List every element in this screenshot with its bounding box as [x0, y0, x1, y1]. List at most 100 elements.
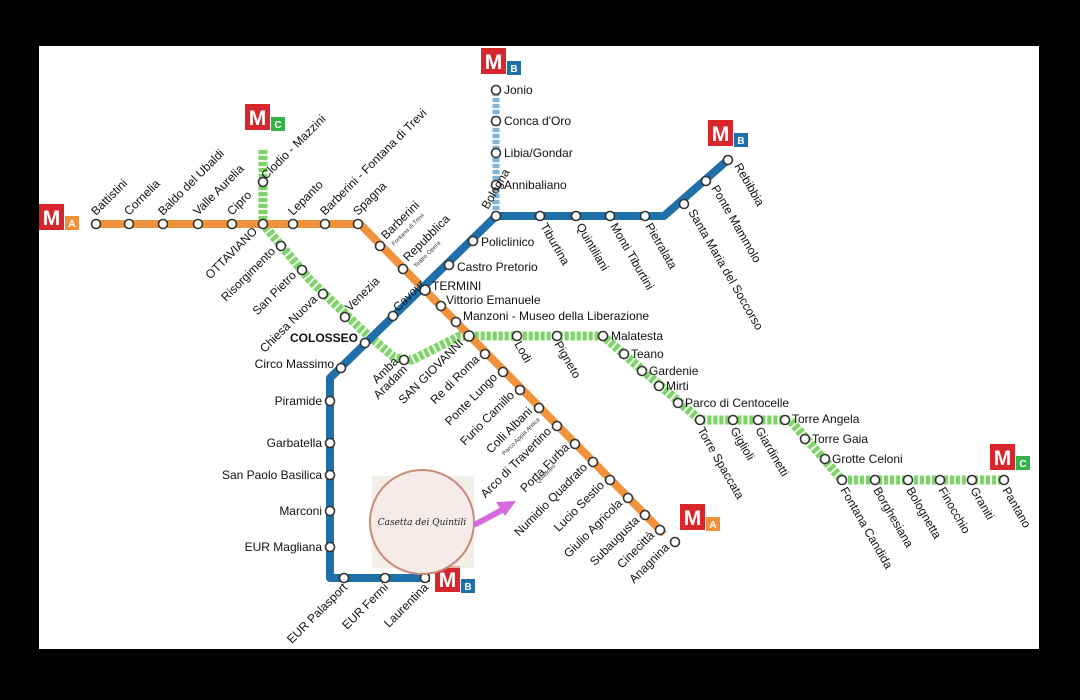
station-valle-aurelia[interactable] — [192, 218, 204, 230]
station-ponte-lungo[interactable] — [497, 366, 509, 378]
station-numidio[interactable] — [587, 456, 599, 468]
station-santa-maria[interactable] — [678, 198, 690, 210]
station-cavour[interactable] — [387, 310, 399, 322]
station-fontana-candida[interactable] — [836, 474, 848, 486]
station-pigneto[interactable] — [551, 330, 563, 342]
metro-logo-a-southeast: M A — [680, 504, 720, 531]
station-barberini[interactable] — [374, 240, 386, 252]
svg-text:M: M — [712, 123, 730, 146]
station-pantano[interactable] — [998, 474, 1010, 486]
station-borghesiana[interactable] — [869, 474, 881, 486]
station-repubblica[interactable] — [397, 263, 409, 275]
station-finocchio[interactable] — [934, 474, 946, 486]
label-piramide: Piramide — [275, 394, 323, 408]
station-castro[interactable] — [443, 259, 455, 271]
station-jonio[interactable] — [490, 84, 502, 96]
label-termini: TERMINI — [432, 279, 481, 293]
station-arco[interactable] — [551, 420, 563, 432]
station-san-paolo[interactable] — [324, 469, 336, 481]
station-torre-gaia[interactable] — [799, 433, 811, 445]
label-annibaliano: Annibaliano — [504, 178, 567, 192]
station-spagna[interactable] — [352, 218, 364, 230]
station-baldo[interactable] — [157, 218, 169, 230]
station-termini[interactable] — [419, 284, 431, 296]
station-lucio-sestio[interactable] — [604, 474, 616, 486]
station-malatesta[interactable] — [597, 330, 609, 342]
metro-logo-c-east: M C — [990, 444, 1030, 470]
station-san-giovanni[interactable] — [463, 330, 475, 342]
station-conca[interactable] — [490, 115, 502, 127]
station-gigli[interactable] — [727, 414, 739, 426]
station-venezia[interactable] — [339, 311, 351, 323]
station-cornelia[interactable] — [123, 218, 135, 230]
station-teano[interactable] — [618, 348, 630, 360]
station-vittorio[interactable] — [435, 300, 447, 312]
station-manzoni[interactable] — [450, 316, 462, 328]
station-grotte-celoni[interactable] — [819, 453, 831, 465]
label-grotte-celoni: Grotte Celoni — [832, 452, 903, 466]
station-lodi[interactable] — [511, 330, 523, 342]
station-markers — [90, 84, 1010, 584]
label-torre-angela: Torre Angela — [792, 412, 860, 426]
station-tiburtina[interactable] — [534, 210, 546, 222]
label-colosseo: COLOSSEO — [290, 331, 358, 345]
station-battistini[interactable] — [90, 218, 102, 230]
metro-logo-a-west: M A — [39, 204, 79, 230]
label-teano: Teano — [631, 347, 664, 361]
station-clodio[interactable] — [257, 176, 269, 188]
station-giardinetti[interactable] — [752, 414, 764, 426]
station-policlinico[interactable] — [467, 235, 479, 247]
station-torre-angela[interactable] — [779, 414, 791, 426]
label-manzoni: Manzoni - Museo della Liberazione — [463, 309, 649, 323]
svg-text:B: B — [737, 136, 744, 147]
station-piramide[interactable] — [324, 395, 336, 407]
station-san-pietro[interactable] — [296, 264, 308, 276]
station-re-di-roma[interactable] — [479, 348, 491, 360]
svg-text:B: B — [464, 582, 471, 593]
station-colosseo[interactable] — [359, 337, 371, 349]
label-castro: Castro Pretorio — [457, 260, 538, 274]
station-bologna[interactable] — [490, 210, 502, 222]
station-mirti[interactable] — [653, 380, 665, 392]
station-eur-palasport[interactable] — [338, 572, 350, 584]
station-porta-furba[interactable] — [569, 438, 581, 450]
station-graniti[interactable] — [966, 474, 978, 486]
station-chiesa-nuova[interactable] — [317, 288, 329, 300]
station-annibaliano[interactable] — [490, 179, 502, 191]
station-furio-camillo[interactable] — [514, 384, 526, 396]
station-anagnina[interactable] — [669, 536, 681, 548]
station-bolognetta[interactable] — [902, 474, 914, 486]
station-libia[interactable] — [490, 147, 502, 159]
station-giulio-agricola[interactable] — [622, 492, 634, 504]
station-quintiliani[interactable] — [570, 210, 582, 222]
label-torre-gaia: Torre Gaia — [812, 432, 868, 446]
svg-text:A: A — [709, 520, 716, 531]
label-garbatella: Garbatella — [267, 436, 323, 450]
station-eur-magliana[interactable] — [324, 541, 336, 553]
station-cinecitta[interactable] — [654, 524, 666, 536]
station-monti-tiburtini[interactable] — [604, 210, 616, 222]
station-torre-spaccata[interactable] — [694, 414, 706, 426]
station-cipro[interactable] — [226, 218, 238, 230]
station-gardenie[interactable] — [636, 365, 648, 377]
station-amba-aradam[interactable] — [398, 354, 410, 366]
station-eur-fermi[interactable] — [379, 572, 391, 584]
station-ottaviano[interactable] — [257, 218, 269, 230]
station-ponte-mammolo[interactable] — [700, 175, 712, 187]
station-garbatella[interactable] — [324, 437, 336, 449]
station-colli-albani[interactable] — [533, 402, 545, 414]
station-pietralata[interactable] — [639, 210, 651, 222]
svg-text:B: B — [510, 64, 517, 75]
station-subaugusta[interactable] — [639, 509, 651, 521]
station-circo[interactable] — [335, 362, 347, 374]
station-marconi[interactable] — [324, 505, 336, 517]
map-background — [39, 46, 1039, 649]
svg-text:M: M — [485, 51, 503, 74]
station-parco-centocelle[interactable] — [672, 397, 684, 409]
station-lepanto[interactable] — [287, 218, 299, 230]
station-rebibbia[interactable] — [722, 154, 734, 166]
svg-text:C: C — [1019, 459, 1026, 470]
station-flaminio[interactable] — [319, 218, 331, 230]
station-risorgimento[interactable] — [275, 240, 287, 252]
